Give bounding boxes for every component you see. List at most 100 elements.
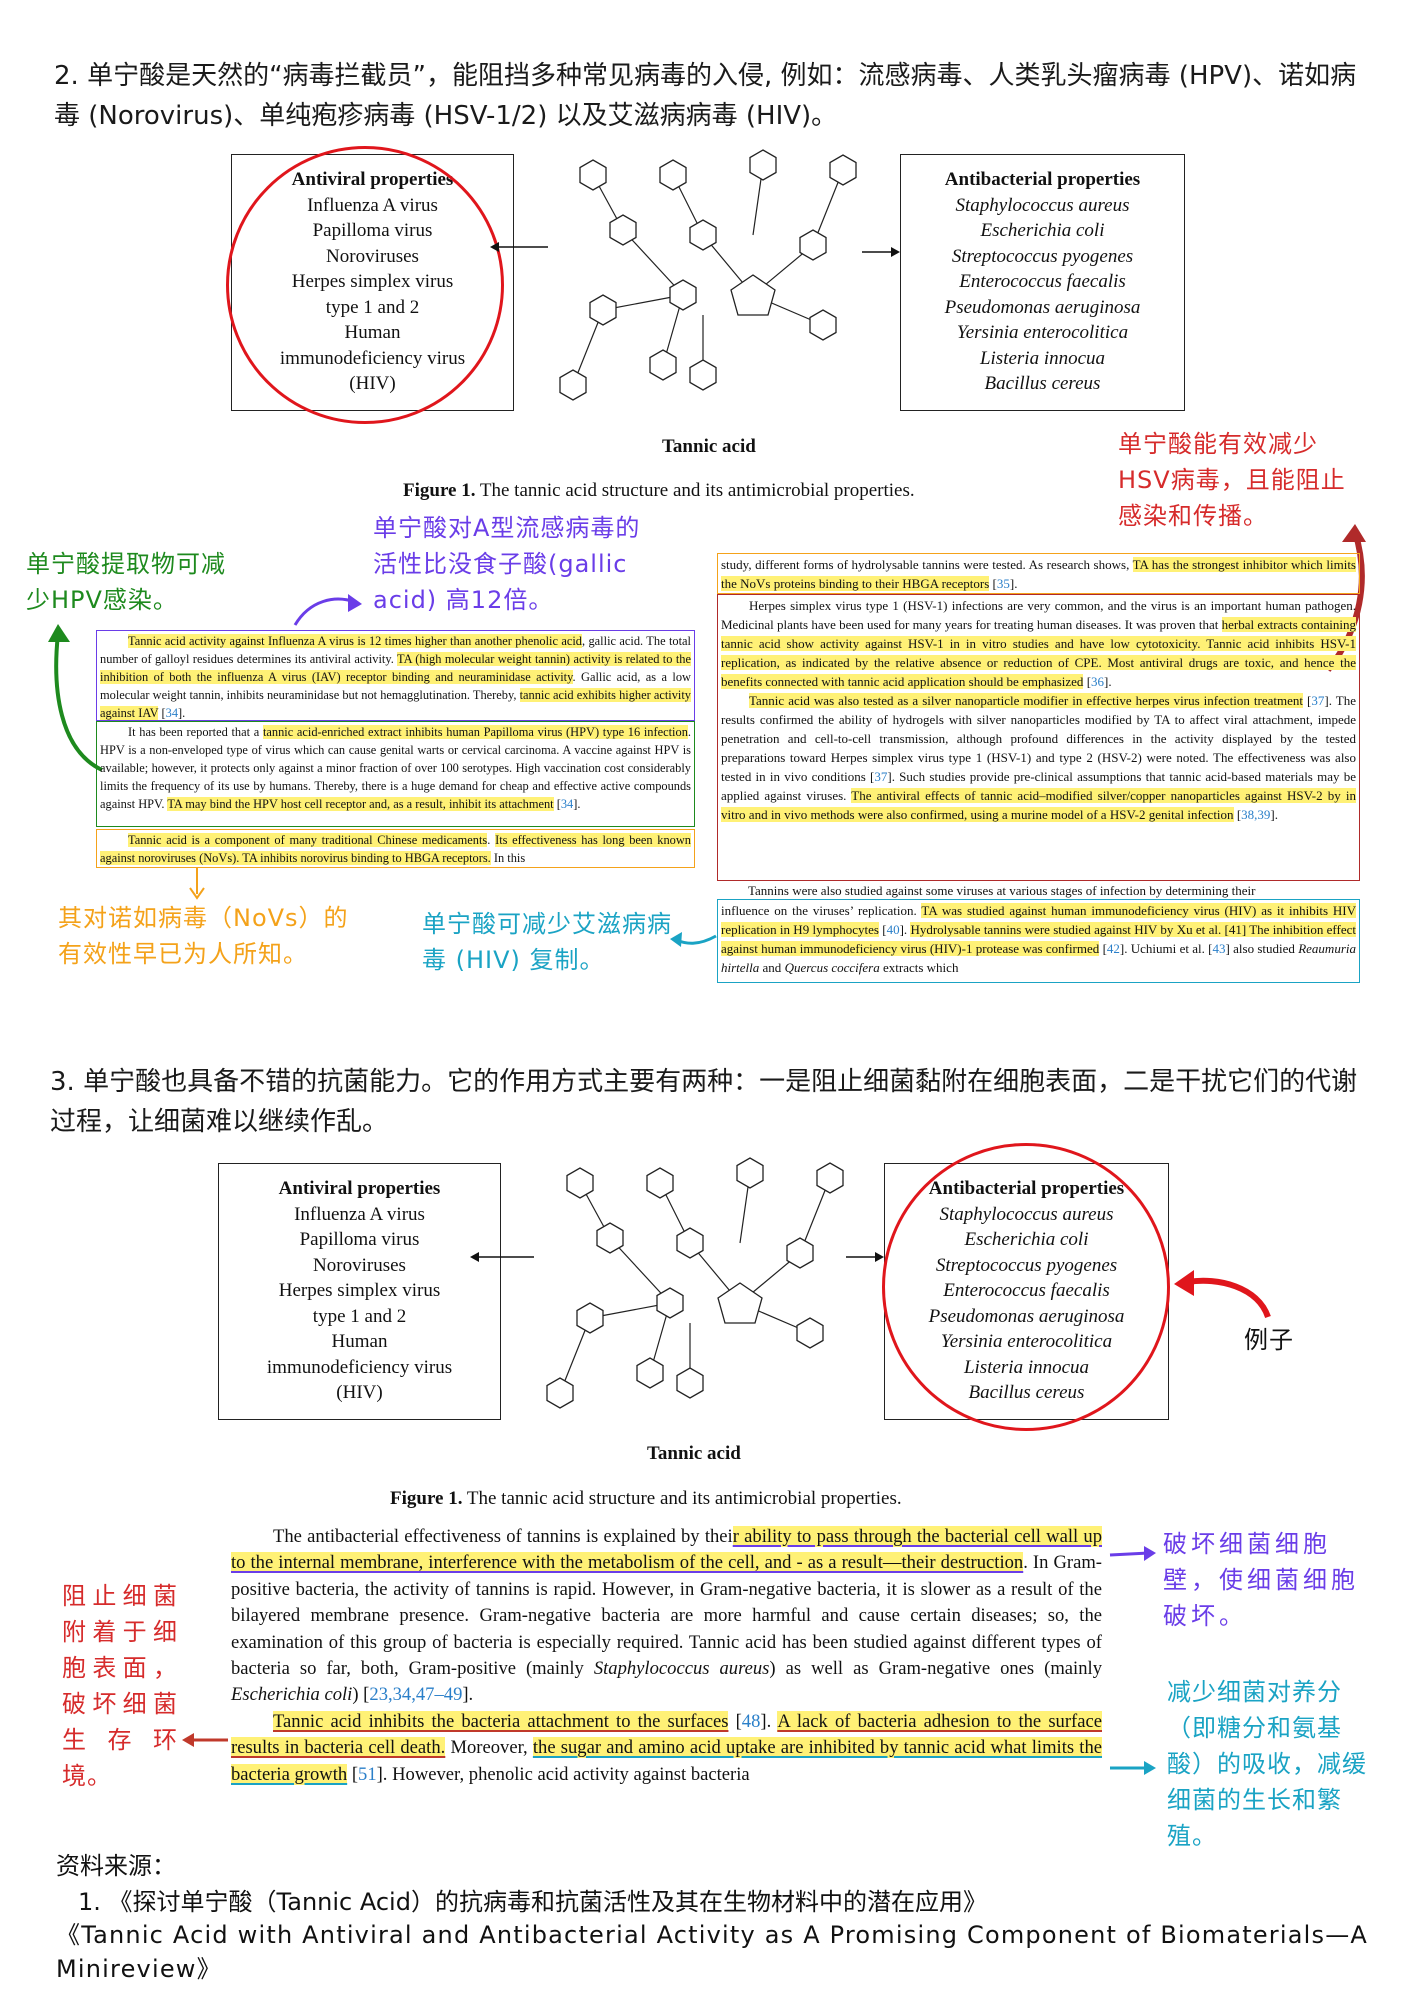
source-title-cn: 《探讨单宁酸（Tannic Acid）的抗病毒和抗菌活性及其在生物材料中的潜在应… (108, 1888, 987, 1916)
benzene-ring (799, 229, 827, 261)
citation-link[interactable]: 37 (1311, 693, 1325, 708)
citation-link[interactable]: 48 (741, 1710, 761, 1732)
text-segment: ]. (1009, 576, 1018, 591)
text-segment: . (487, 833, 496, 847)
text-segment: [ (347, 1763, 359, 1785)
citation-link[interactable]: 38,39 (1241, 807, 1271, 822)
benzene-ring (646, 1167, 674, 1199)
text-segment: [ (1233, 807, 1242, 822)
citation-link[interactable]: 34 (165, 706, 179, 720)
tannic-acid-structure-2 (546, 1157, 844, 1409)
citation-link[interactable]: 43 (1212, 941, 1226, 956)
benzene-ring (676, 1227, 704, 1259)
benzene-ring (669, 279, 697, 311)
text-segment: ]. Such studies provide pre-clinical ass… (721, 769, 1356, 803)
property-item: Influenza A virus (294, 1203, 425, 1225)
property-item: Bacillus cereus (984, 373, 1101, 394)
annotation-hsv: 单宁酸能有效减少HSV病毒，且能阻止感染和传播。 (1118, 430, 1346, 530)
norovirus-excerpt-a: Tannic acid is a component of many tradi… (96, 829, 695, 868)
benzene-ring (589, 294, 617, 326)
highlighted-text: Tannic acid is a component of many tradi… (128, 833, 488, 847)
cyan-arrow-icon (670, 932, 717, 947)
red-arrow-icon (182, 1733, 228, 1747)
text-segment: In this (490, 851, 526, 865)
annotation-attachment: 阻止细菌附着于细胞表面，破坏细菌生存环境。 (62, 1582, 178, 1790)
source-item-cn: 1. 《探讨单宁酸（Tannic Acid）的抗病毒和抗菌活性及其在生物材料中的… (78, 1882, 987, 1917)
green-curved-arrow-icon (48, 624, 103, 772)
purple-right-arrow-icon (1109, 1546, 1156, 1561)
text-segment: ]. (462, 1684, 474, 1706)
citation-link[interactable]: 42 (1106, 941, 1120, 956)
hiv-excerpt: influence on the viruses’ replication. T… (717, 899, 1360, 983)
annotation-nutrients: 减少细菌对养分（即糖分和氨基酸）的吸收，减缓细菌的生长和繁殖。 (1167, 1678, 1367, 1850)
arrow-left-icon (490, 242, 548, 252)
hiv-intro-line: Tannins were also studied against some v… (717, 881, 1360, 900)
property-item: Pseudomonas aeruginosa (944, 296, 1141, 318)
text-segment: [ (1083, 674, 1092, 689)
benzene-ring (576, 1302, 604, 1334)
caption-text: The tannic acid structure and its antimi… (475, 480, 915, 501)
property-item: Listeria innocua (979, 347, 1106, 369)
benzene-ring (649, 349, 677, 381)
text-segment: [ (878, 922, 887, 937)
benzene-ring (596, 1222, 624, 1254)
citation-link[interactable]: 36 (1091, 674, 1105, 689)
citation-link[interactable]: 34 (560, 797, 574, 811)
annotation-influenza: 单宁酸对A型流感病毒的活性比没食子酸(gallic acid) 高12倍。 (373, 514, 641, 614)
text-segment: influence on the viruses’ replication. (721, 903, 922, 918)
red-example-arrow-icon (1174, 1270, 1271, 1319)
text-segment: . Gallic acid, as a low molecular weight… (100, 670, 691, 702)
section-3-heading: 3. 单宁酸也具备不错的抗菌能力。它的作用方式主要有两种：一是阻止细菌黏附在细胞… (50, 1067, 1358, 1137)
caption-text: The tannic acid structure and its antimi… (462, 1488, 902, 1509)
hpv-excerpt: It has been reported that a tannic acid-… (96, 721, 695, 827)
highlighted-text: Tannic acid was also tested as a silver … (749, 693, 1303, 708)
property-item: type 1 and 2 (312, 1305, 407, 1327)
highlighted-text: Tannic acid activity against Influenza A… (128, 634, 582, 648)
text-segment: Tannins were also studied against some v… (748, 883, 1256, 898)
text-segment: ) as well as Gram-negative ones (mainly (769, 1658, 1102, 1680)
antiviral-title: Antiviral properties (278, 1178, 441, 1199)
antibacterial-excerpt: The antibacterial effectiveness of tanni… (231, 1524, 1103, 1788)
benzene-ring (809, 309, 837, 341)
benzene-ring (566, 1167, 594, 1199)
text-segment: Reaumuria hirtella (721, 941, 1356, 975)
text-segment: The antibacterial effectiveness of tanni… (273, 1526, 733, 1547)
text-segment: study, different forms of hydrolysable t… (721, 557, 1133, 572)
arrow-left-icon (470, 1252, 534, 1262)
text-segment: Herpes simplex virus type 1 (HSV-1) infe… (721, 598, 1356, 632)
text-segment: [ (1303, 693, 1312, 708)
annotation-hiv: 单宁酸可减少艾滋病病毒 (HIV) 复制。 (422, 910, 672, 974)
citation-link[interactable]: 23,34,47–49 (369, 1684, 463, 1706)
property-item: Streptococcus pyogenes (951, 245, 1134, 267)
citation-link[interactable]: 51 (358, 1763, 377, 1785)
text-segment: [ (1099, 941, 1107, 956)
text-segment: [ (158, 706, 166, 720)
property-item: Yersinia enterocolitica (956, 322, 1129, 343)
citation-link[interactable]: 40 (886, 922, 900, 937)
text-segment: [ (553, 797, 561, 811)
property-item: immunodeficiency virus (266, 1356, 453, 1378)
benzene-ring (736, 1157, 764, 1189)
bond (609, 1237, 671, 1304)
benzene-ring (579, 159, 607, 191)
text-segment: ) [ (352, 1684, 370, 1706)
text-segment: ]. The results confirmed the ability of … (721, 693, 1356, 784)
glucose-core (730, 274, 776, 316)
highlighted-text: TA may bind the HPV host cell receptor a… (167, 797, 554, 811)
bond (622, 229, 684, 296)
benzene-ring (796, 1317, 824, 1349)
benzene-ring (676, 1367, 704, 1399)
text-segment: ] also studied (1225, 941, 1299, 956)
arrow-right-icon (846, 1252, 884, 1262)
citation-link[interactable]: 37 (874, 769, 888, 784)
benzene-ring (656, 1287, 684, 1319)
property-item: Herpes simplex virus (278, 1280, 441, 1301)
sources-label: 资料来源： (56, 1852, 176, 1880)
citation-link[interactable]: 35 (996, 576, 1010, 591)
structure-label-2: Tannic acid (647, 1443, 741, 1464)
annotation-hpv: 单宁酸提取物可减少HPV感染。 (26, 550, 226, 614)
text-segment: , gallic acid. The total number of gallo… (100, 634, 691, 666)
